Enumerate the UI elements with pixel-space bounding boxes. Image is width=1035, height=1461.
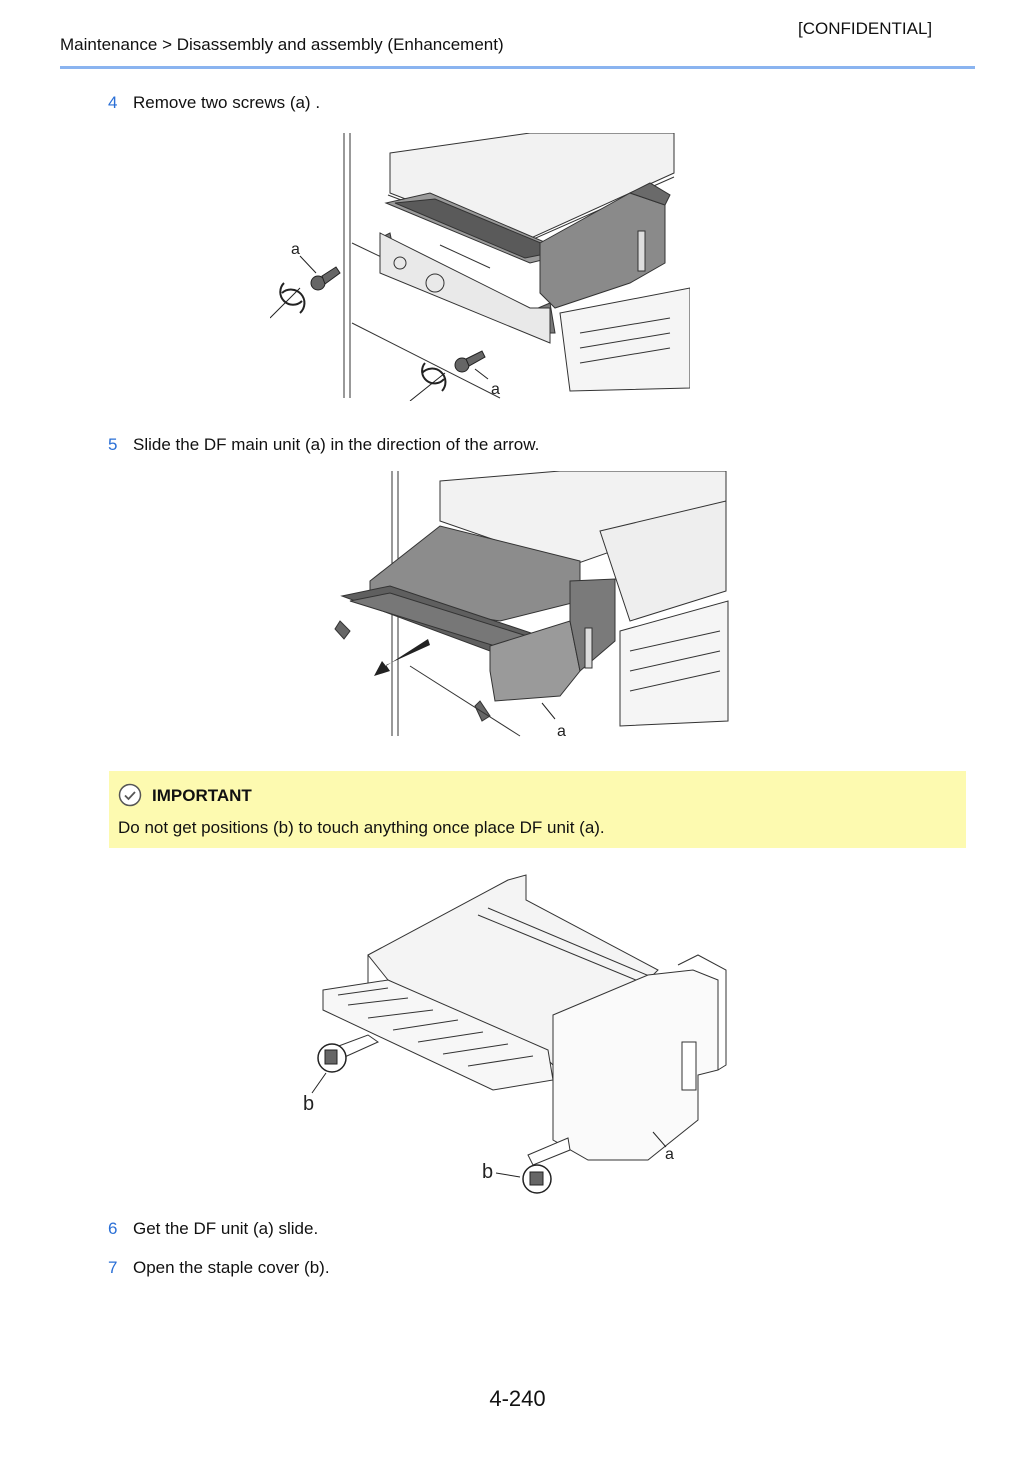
- figure-slide-df-unit: a: [330, 471, 730, 739]
- step-5: 5 Slide the DF main unit (a) in the dire…: [108, 435, 539, 455]
- step-6: 6 Get the DF unit (a) slide.: [108, 1219, 318, 1239]
- step-number: 6: [108, 1219, 118, 1238]
- callout-b-label: b: [482, 1161, 493, 1183]
- step-number: 4: [108, 93, 118, 112]
- step-number: 7: [108, 1258, 118, 1277]
- step-7: 7 Open the staple cover (b).: [108, 1258, 330, 1278]
- important-notice: IMPORTANT Do not get positions (b) to to…: [109, 771, 966, 848]
- step-text: Get the DF unit (a) slide.: [133, 1219, 319, 1238]
- header-divider: [60, 66, 975, 69]
- confidential-label: [CONFIDENTIAL]: [798, 19, 933, 38]
- callout-a-label: a: [491, 381, 500, 398]
- callout-a-label: a: [557, 723, 566, 739]
- important-title: IMPORTANT: [152, 786, 252, 805]
- figure-remove-screws: a a: [270, 133, 690, 401]
- callout-a-label: a: [665, 1146, 674, 1163]
- step-number: 5: [108, 435, 118, 454]
- important-body: Do not get positions (b) to touch anythi…: [118, 818, 605, 837]
- callout-b-label: b: [303, 1093, 314, 1115]
- checkmark-circle-icon: [118, 783, 142, 812]
- page-number: 4-240: [489, 1386, 546, 1411]
- callout-a-label: a: [291, 241, 300, 258]
- step-text: Open the staple cover (b).: [133, 1258, 330, 1277]
- step-4: 4 Remove two screws (a) .: [108, 93, 320, 113]
- step-text: Slide the DF main unit (a) in the direct…: [133, 435, 540, 454]
- figure-df-unit-positions: b b a: [298, 870, 738, 1200]
- breadcrumb: Maintenance > Disassembly and assembly (…: [60, 35, 504, 54]
- step-text: Remove two screws (a) .: [133, 93, 321, 112]
